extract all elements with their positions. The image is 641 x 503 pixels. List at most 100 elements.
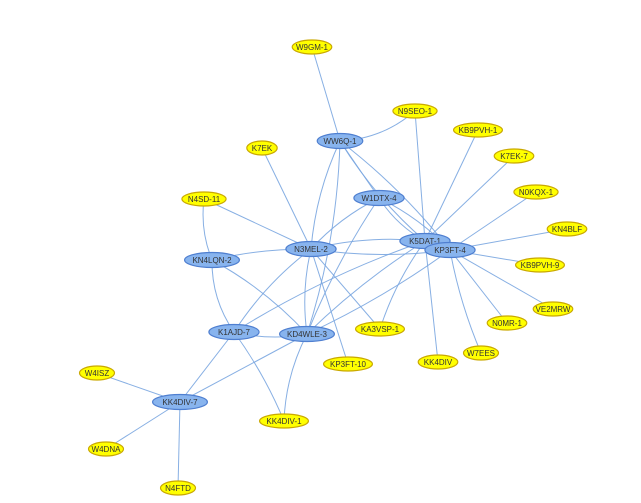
node-ka3vsp-1[interactable]: KA3VSP-1 <box>355 321 406 337</box>
edges-layer <box>96 46 568 489</box>
node-kp3ft-4[interactable]: KP3FT-4 <box>424 241 476 259</box>
node-shape-kn4lqn-2[interactable] <box>184 251 241 269</box>
node-label-kn4lqn-2: KN4LQN-2 <box>192 256 232 265</box>
node-ve2mrw[interactable]: VE2MRW <box>532 301 574 317</box>
node-kp3ft-10[interactable]: KP3FT-10 <box>323 356 374 372</box>
edge-kd4wle-3-kk4div-1 <box>283 333 308 422</box>
edge-ww6q-1-kd4wle-3 <box>306 140 341 335</box>
node-label-kk4div-1: KK4DIV-1 <box>266 417 302 426</box>
node-shape-n0kqx-1[interactable] <box>513 184 559 200</box>
node-shape-k1ajd-7[interactable] <box>208 323 260 341</box>
edge-k7ek-7-k5dat-1 <box>424 155 515 242</box>
node-w4isz[interactable]: W4ISZ <box>78 365 116 381</box>
node-shape-kk4div[interactable] <box>417 354 459 370</box>
node-label-n4ftd: N4FTD <box>165 484 191 493</box>
node-label-w9gm-1: W9GM-1 <box>296 43 329 52</box>
node-shape-k7ek[interactable] <box>246 140 278 156</box>
node-ww6q-1[interactable]: WW6Q-1 <box>316 132 364 150</box>
node-shape-ve2mrw[interactable] <box>532 301 574 317</box>
node-shape-w9gm-1[interactable] <box>291 39 333 55</box>
edge-ww6q-1-n3mel-2 <box>310 140 341 250</box>
edge-kp3ft-4-w7ees <box>449 249 482 354</box>
node-kn4lqn-2[interactable]: KN4LQN-2 <box>184 251 241 269</box>
node-shape-n4ftd[interactable] <box>159 480 197 496</box>
node-n4ftd[interactable]: N4FTD <box>159 480 197 496</box>
node-shape-w1dtx-4[interactable] <box>353 189 405 207</box>
node-w7ees[interactable]: W7EES <box>462 345 500 361</box>
edge-k5dat-1-kk4div <box>424 240 439 363</box>
node-label-n3mel-2: N3MEL-2 <box>294 245 328 254</box>
node-w1dtx-4[interactable]: W1DTX-4 <box>353 189 405 207</box>
node-label-kd4wle-3: KD4WLE-3 <box>287 330 328 339</box>
node-label-w1dtx-4: W1DTX-4 <box>361 194 397 203</box>
node-label-k1ajd-7: K1AJD-7 <box>218 328 251 337</box>
node-shape-n4sd-11[interactable] <box>181 191 227 207</box>
node-n4sd-11[interactable]: N4SD-11 <box>181 191 227 207</box>
edge-w9gm-1-ww6q-1 <box>311 46 341 142</box>
node-n3mel-2[interactable]: N3MEL-2 <box>285 240 337 258</box>
edge-n3mel-2-k1ajd-7 <box>233 248 312 333</box>
node-label-k5dat-1: K5DAT-1 <box>409 237 441 246</box>
node-shape-kk4div-1[interactable] <box>259 413 310 429</box>
node-k1ajd-7[interactable]: K1AJD-7 <box>208 323 260 341</box>
node-w9gm-1[interactable]: W9GM-1 <box>291 39 333 55</box>
node-label-kp3ft-10: KP3FT-10 <box>330 360 367 369</box>
node-shape-w4dna[interactable] <box>87 441 125 457</box>
edge-k7ek-n3mel-2 <box>261 147 312 250</box>
node-label-kb9pvh-9: KB9PVH-9 <box>521 261 560 270</box>
node-shape-w4isz[interactable] <box>78 365 116 381</box>
node-kk4div-7[interactable]: KK4DIV-7 <box>152 393 209 411</box>
node-shape-w7ees[interactable] <box>462 345 500 361</box>
edge-kb9pvh-1-k5dat-1 <box>424 129 479 242</box>
node-label-kp3ft-4: KP3FT-4 <box>434 246 466 255</box>
node-shape-ka3vsp-1[interactable] <box>355 321 406 337</box>
node-kb9pvh-1[interactable]: KB9PVH-1 <box>453 122 504 138</box>
node-label-kb9pvh-1: KB9PVH-1 <box>459 126 498 135</box>
node-kk4div[interactable]: KK4DIV <box>417 354 459 370</box>
edge-n0kqx-1-kp3ft-4 <box>449 191 537 251</box>
node-kk4div-1[interactable]: KK4DIV-1 <box>259 413 310 429</box>
node-shape-kn4blf[interactable] <box>546 221 588 237</box>
node-shape-n3mel-2[interactable] <box>285 240 337 258</box>
node-shape-kb9pvh-1[interactable] <box>453 122 504 138</box>
node-w4dna[interactable]: W4DNA <box>87 441 125 457</box>
node-shape-k7ek-7[interactable] <box>493 148 535 164</box>
edge-kk4div-7-n4ftd <box>177 401 181 489</box>
node-n9seo-1[interactable]: N9SEO-1 <box>392 103 438 119</box>
node-kb9pvh-9[interactable]: KB9PVH-9 <box>514 257 565 273</box>
node-label-n4sd-11: N4SD-11 <box>188 195 221 204</box>
edge-n4sd-11-n3mel-2 <box>203 198 312 250</box>
node-shape-ww6q-1[interactable] <box>316 132 364 150</box>
edge-n3mel-2-kd4wle-3 <box>304 248 312 335</box>
edge-n4sd-11-kn4lqn-2 <box>202 198 213 261</box>
edge-w1dtx-4-n3mel-2 <box>310 197 380 250</box>
node-label-kk4div: KK4DIV <box>424 358 453 367</box>
node-shape-kp3ft-10[interactable] <box>323 356 374 372</box>
node-shape-n0mr-1[interactable] <box>486 315 528 331</box>
node-label-k7ek-7: K7EK-7 <box>500 152 528 161</box>
node-label-w4isz: W4ISZ <box>85 369 110 378</box>
edge-n9seo-1-k5dat-1 <box>414 110 426 242</box>
node-label-kn4blf: KN4BLF <box>552 225 582 234</box>
node-k7ek[interactable]: K7EK <box>246 140 278 156</box>
node-label-ww6q-1: WW6Q-1 <box>324 137 357 146</box>
edge-w1dtx-4-kd4wle-3 <box>306 197 380 335</box>
edge-k1ajd-7-kk4div-7 <box>179 331 235 403</box>
edge-n3mel-2-kp3ft-10 <box>310 248 349 365</box>
node-kd4wle-3[interactable]: KD4WLE-3 <box>279 325 336 343</box>
node-shape-kb9pvh-9[interactable] <box>514 257 565 273</box>
node-shape-kd4wle-3[interactable] <box>279 325 336 343</box>
node-shape-n9seo-1[interactable] <box>392 103 438 119</box>
node-n0mr-1[interactable]: N0MR-1 <box>486 315 528 331</box>
node-shape-kp3ft-4[interactable] <box>424 241 476 259</box>
node-shape-kk4div-7[interactable] <box>152 393 209 411</box>
edge-n3mel-2-ka3vsp-1 <box>310 248 381 330</box>
node-label-n9seo-1: N9SEO-1 <box>398 107 433 116</box>
node-n0kqx-1[interactable]: N0KQX-1 <box>513 184 559 200</box>
node-label-kk4div-7: KK4DIV-7 <box>162 398 198 407</box>
node-kn4blf[interactable]: KN4BLF <box>546 221 588 237</box>
node-k7ek-7[interactable]: K7EK-7 <box>493 148 535 164</box>
node-label-ve2mrw: VE2MRW <box>536 305 571 314</box>
